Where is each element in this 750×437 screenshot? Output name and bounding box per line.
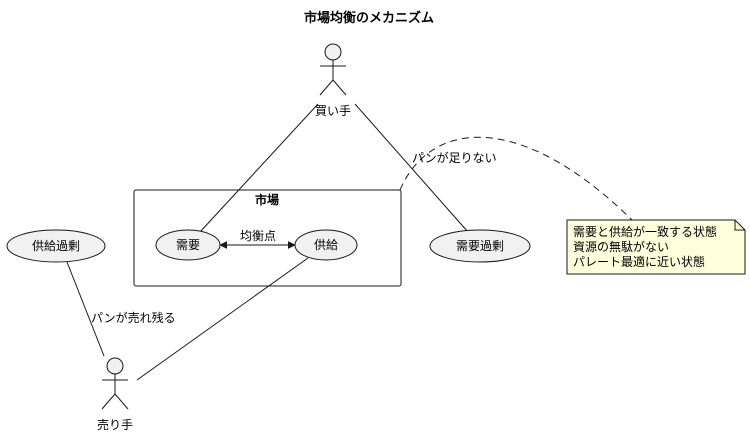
usecase-excess-supply-label: 供給過剰 xyxy=(32,239,80,253)
bread-left-label: パンが売れ残る xyxy=(91,310,176,325)
equilibrium-note: 需要と供給が一致する状態 資源の無駄がない パレート最適に近い状態 xyxy=(566,219,746,275)
usecase-excess-demand: 需要過剰 xyxy=(429,229,531,263)
usecase-excess-supply: 供給過剰 xyxy=(6,229,106,263)
market-package xyxy=(133,189,402,287)
buyer-excess-demand-line xyxy=(354,103,469,233)
usecase-demand: 需要 xyxy=(155,229,221,261)
equilibrium-label: 均衡点 xyxy=(240,229,276,243)
seller-actor xyxy=(101,357,129,410)
diagram-title: 市場均衡のメカニズム xyxy=(304,10,434,26)
note-line-3: パレート最適に近い状態 xyxy=(573,254,705,269)
usecase-excess-demand-label: 需要過剰 xyxy=(456,239,504,253)
seller-supply-line xyxy=(136,257,309,381)
bread-short-label: パンが足りない xyxy=(412,150,497,165)
usecase-supply-label: 供給 xyxy=(314,238,338,252)
note-line-1: 需要と供給が一致する状態 xyxy=(573,224,717,239)
seller-head-icon xyxy=(106,357,124,375)
buyer-actor xyxy=(319,43,347,96)
usecase-demand-label: 需要 xyxy=(176,238,200,252)
seller-excess-supply-line xyxy=(66,261,105,357)
note-line-2: 資源の無駄がない xyxy=(573,239,669,254)
buyer-label: 買い手 xyxy=(315,104,351,118)
buyer-demand-line xyxy=(199,103,319,233)
seller-label: 売り手 xyxy=(97,417,133,432)
usecase-supply: 供給 xyxy=(294,229,358,261)
buyer-head-icon xyxy=(324,43,342,61)
market-package-label: 市場 xyxy=(255,192,279,207)
note-link xyxy=(399,136,633,221)
